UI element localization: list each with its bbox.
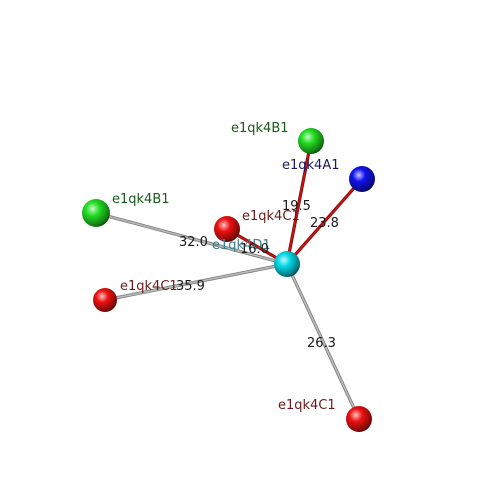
bond-line (95, 212, 288, 265)
atom-a1[interactable] (349, 166, 375, 192)
bond-c1_bottom (285, 262, 361, 421)
atom-label-c1-mid: e1qk4C1 (242, 209, 300, 224)
atoms-layer (82, 128, 375, 432)
bond-b1_left (94, 211, 289, 266)
atom-label-c1-left: e1qk4C1 (120, 279, 178, 294)
atom-label-b1-left: e1qk4B1 (112, 192, 170, 207)
atom-b1-top[interactable] (298, 128, 324, 154)
atom-center[interactable] (274, 251, 300, 277)
bond-line (286, 178, 363, 265)
bond-line (104, 263, 288, 301)
distance-label-b1-left: 32.0 (179, 235, 208, 250)
distance-label-c1-bottom: 26.3 (307, 336, 336, 351)
labels-layer: e1qk4D1 e1qk4B1 e1qk4A1 e1qk4B1 e1qk4C1 e1qk4… (112, 121, 339, 413)
distance-label-c1-left: 35.9 (176, 279, 205, 294)
distance-label-a1: 23.8 (310, 216, 339, 231)
atom-c1-bottom[interactable] (346, 406, 372, 432)
distance-label-b1-top: 19.5 (282, 199, 311, 214)
atom-label-b1-top: e1qk4B1 (231, 121, 289, 136)
atom-label-center: e1qk4D1 (212, 238, 271, 253)
distance-label-c1-mid: 16.0 (240, 242, 269, 257)
bond-b1_top (285, 139, 313, 266)
bond-c1_left (103, 262, 289, 302)
atom-c1-mid[interactable] (214, 216, 240, 242)
atom-c1-left[interactable] (93, 288, 117, 312)
atom-label-a1: e1qk4A1 (282, 158, 339, 173)
bond-line (286, 140, 312, 265)
atom-label-c1-bottom: e1qk4C1 (278, 398, 336, 413)
bond-line (286, 263, 360, 420)
atom-b1-left[interactable] (82, 199, 110, 227)
bond-a1 (285, 177, 364, 266)
